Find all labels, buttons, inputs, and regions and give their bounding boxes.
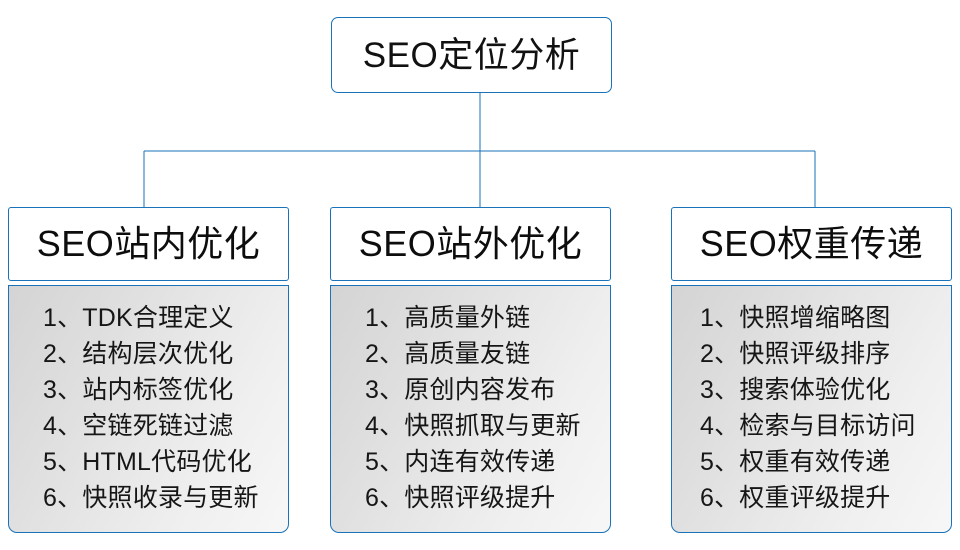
branch-list-3: 1、快照增缩略图 2、快照评级排序 3、搜索体验优化 4、检索与目标访问 5、权… — [672, 300, 951, 516]
branch-list-2: 1、高质量外链 2、高质量友链 3、原创内容发布 4、快照抓取与更新 5、内连有… — [331, 300, 610, 516]
list-item: 4、检索与目标访问 — [700, 412, 916, 440]
list-item: 5、HTML代码优化 — [43, 448, 252, 476]
list-item: 6、快照收录与更新 — [43, 484, 259, 512]
branch-header-2[interactable]: SEO站外优化 — [330, 207, 611, 281]
list-item: 4、空链死链过滤 — [43, 412, 234, 440]
branch-header-1[interactable]: SEO站内优化 — [8, 207, 289, 281]
branch-column-3: SEO权重传递 1、快照增缩略图 2、快照评级排序 3、搜索体验优化 4、检索与… — [671, 207, 952, 533]
list-item: 1、TDK合理定义 — [43, 304, 234, 332]
branch-header-title-2: SEO站外优化 — [358, 223, 583, 264]
list-item: 1、快照增缩略图 — [700, 304, 891, 332]
list-item: 2、高质量友链 — [365, 340, 531, 368]
list-item: 2、结构层次优化 — [43, 340, 234, 368]
list-item: 2、快照评级排序 — [700, 340, 891, 368]
list-item: 3、站内标签优化 — [43, 376, 234, 404]
branch-column-1: SEO站内优化 1、TDK合理定义 2、结构层次优化 3、站内标签优化 4、空链… — [8, 207, 289, 533]
branch-body-1: 1、TDK合理定义 2、结构层次优化 3、站内标签优化 4、空链死链过滤 5、H… — [8, 285, 289, 533]
branch-header-title-3: SEO权重传递 — [699, 223, 924, 264]
root-node[interactable]: SEO定位分析 — [331, 17, 612, 93]
list-item: 6、快照评级提升 — [365, 484, 556, 512]
branch-body-2: 1、高质量外链 2、高质量友链 3、原创内容发布 4、快照抓取与更新 5、内连有… — [330, 285, 611, 533]
branch-list-1: 1、TDK合理定义 2、结构层次优化 3、站内标签优化 4、空链死链过滤 5、H… — [9, 300, 288, 516]
branch-body-3: 1、快照增缩略图 2、快照评级排序 3、搜索体验优化 4、检索与目标访问 5、权… — [671, 285, 952, 533]
branch-header-3[interactable]: SEO权重传递 — [671, 207, 952, 281]
list-item: 5、权重有效传递 — [700, 448, 891, 476]
branch-column-2: SEO站外优化 1、高质量外链 2、高质量友链 3、原创内容发布 4、快照抓取与… — [330, 207, 611, 533]
list-item: 6、权重评级提升 — [700, 484, 891, 512]
branch-header-title-1: SEO站内优化 — [36, 223, 261, 264]
list-item: 1、高质量外链 — [365, 304, 531, 332]
list-item: 3、原创内容发布 — [365, 376, 556, 404]
list-item: 5、内连有效传递 — [365, 448, 556, 476]
list-item: 3、搜索体验优化 — [700, 376, 891, 404]
list-item: 4、快照抓取与更新 — [365, 412, 581, 440]
root-node-title: SEO定位分析 — [362, 35, 581, 75]
